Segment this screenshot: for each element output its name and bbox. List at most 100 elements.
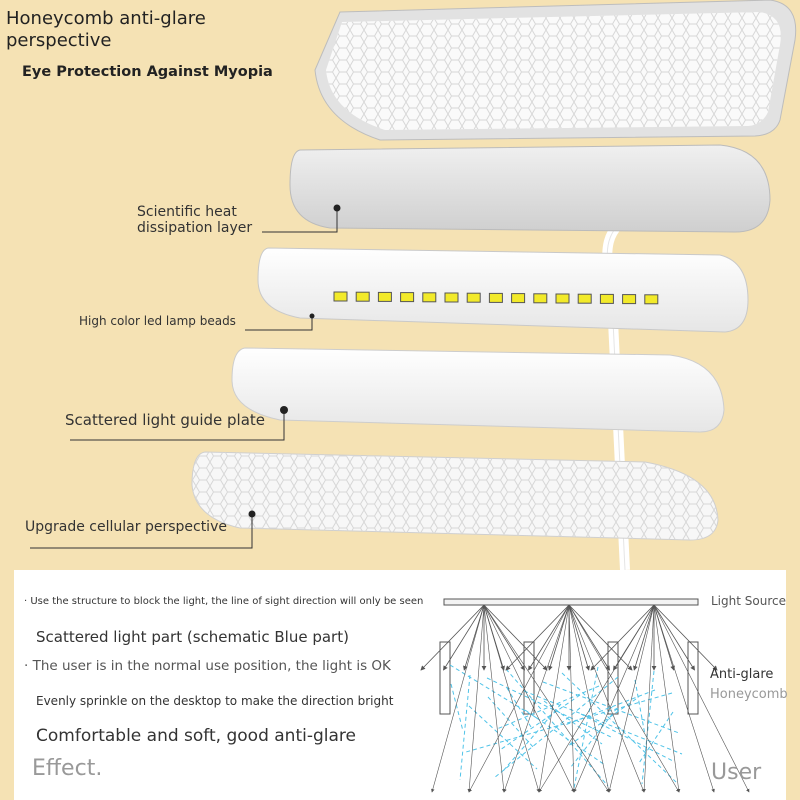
light-ray bbox=[505, 604, 570, 671]
led-bead bbox=[488, 292, 503, 303]
led-bead bbox=[577, 293, 592, 304]
led-bead bbox=[422, 292, 437, 303]
led-bead bbox=[533, 293, 548, 304]
scatter-ray bbox=[486, 677, 612, 738]
scatter-ray bbox=[542, 681, 680, 734]
led-bead bbox=[511, 293, 526, 304]
light-ray bbox=[653, 604, 715, 793]
page-subtitle: Eye Protection Against Myopia bbox=[22, 64, 273, 80]
guide-dot bbox=[280, 406, 288, 414]
label-led-beads: High color led lamp beads bbox=[79, 314, 236, 328]
light-ray bbox=[568, 604, 611, 793]
cellular-plate bbox=[191, 451, 719, 541]
scatter-ray bbox=[499, 694, 581, 751]
light-ray bbox=[568, 604, 680, 793]
light-ray bbox=[483, 604, 540, 793]
scatter-ray bbox=[487, 696, 535, 749]
label-heat-dissipation: Scientific heat dissipation layer bbox=[137, 204, 253, 236]
light-ray bbox=[528, 604, 570, 671]
scatter-ray bbox=[496, 685, 600, 730]
scatter-ray bbox=[580, 713, 674, 762]
scatter-ray bbox=[543, 700, 603, 745]
light-ray bbox=[568, 604, 576, 793]
light-source-label: Light Source bbox=[711, 594, 786, 608]
light-ray bbox=[548, 604, 570, 671]
scatter-ray bbox=[450, 683, 464, 732]
light-ray bbox=[642, 604, 655, 793]
light-ray bbox=[590, 604, 655, 671]
user-label: User bbox=[711, 760, 762, 785]
heat-dot bbox=[333, 204, 341, 212]
light-ray bbox=[573, 604, 655, 793]
light-ray bbox=[653, 604, 750, 793]
panel-line-2: Scattered light part (schematic Blue par… bbox=[36, 628, 349, 646]
beads-dot bbox=[309, 313, 315, 319]
panel-line-6: Effect. bbox=[32, 756, 103, 781]
light-ray bbox=[503, 604, 570, 793]
light-ray bbox=[467, 604, 485, 793]
led-bead bbox=[400, 292, 415, 303]
led-bead bbox=[333, 291, 348, 302]
light-ray bbox=[483, 604, 525, 671]
led-bead bbox=[555, 293, 570, 304]
honeycomb-shade bbox=[314, 0, 797, 141]
scatter-ray bbox=[468, 705, 538, 770]
scatter-ray bbox=[634, 679, 646, 736]
scatter-ray bbox=[505, 668, 609, 787]
scatter-ray bbox=[641, 670, 655, 785]
light-ray bbox=[568, 604, 645, 793]
honeycomb-label: Honeycomb bbox=[710, 687, 788, 702]
anti-glare-diagram bbox=[420, 598, 750, 793]
scatter-ray bbox=[459, 674, 471, 781]
scatter-ray bbox=[570, 707, 618, 768]
scatter-ray bbox=[564, 689, 656, 726]
scatter-ray bbox=[465, 692, 673, 753]
label-light-guide: Scattered light guide plate bbox=[65, 411, 266, 429]
light-ray bbox=[537, 604, 570, 793]
light-source-bar bbox=[443, 598, 699, 606]
light-ray bbox=[653, 604, 695, 671]
scatter-ray bbox=[506, 687, 532, 728]
light-ray bbox=[568, 604, 590, 671]
panel-line-3: · The user is in the normal use position… bbox=[24, 658, 391, 674]
heat-dissipation-plate bbox=[289, 144, 771, 233]
light-ray bbox=[420, 604, 485, 671]
light-guide-plate bbox=[231, 347, 725, 433]
panel-line-5: Comfortable and soft, good anti-glare bbox=[36, 726, 356, 746]
led-bead bbox=[355, 291, 370, 302]
panel-line-4: Evenly sprinkle on the desktop to make t… bbox=[36, 694, 394, 708]
page-title: Honeycomb anti-glare perspective bbox=[6, 8, 206, 51]
light-ray bbox=[633, 604, 655, 671]
light-ray bbox=[443, 604, 485, 671]
light-ray bbox=[483, 604, 548, 671]
light-ray bbox=[431, 604, 485, 793]
scatter-ray bbox=[524, 709, 606, 766]
led-bead bbox=[622, 294, 637, 305]
cellular-dot bbox=[248, 510, 256, 518]
scatter-ray bbox=[638, 711, 674, 764]
led-beads bbox=[333, 291, 659, 305]
light-ray bbox=[468, 604, 570, 793]
led-bead bbox=[444, 292, 459, 303]
panel-line-1: · Use the structure to block the light, … bbox=[24, 596, 424, 607]
light-ray bbox=[538, 604, 655, 793]
led-bead bbox=[599, 293, 614, 304]
led-bead bbox=[377, 291, 392, 302]
scatter-ray bbox=[523, 690, 683, 755]
light-ray bbox=[568, 604, 610, 671]
led-bead bbox=[466, 292, 481, 303]
lamp-layers-illustration bbox=[30, 0, 797, 570]
light-ray bbox=[483, 604, 506, 793]
scattered-light-rays bbox=[449, 664, 683, 789]
label-cellular: Upgrade cellular perspective bbox=[25, 519, 227, 535]
light-ray bbox=[607, 604, 655, 793]
scatter-ray bbox=[561, 672, 677, 783]
light-ray bbox=[483, 604, 610, 793]
light-ray bbox=[568, 604, 633, 671]
light-ray bbox=[483, 604, 575, 793]
explanation-panel: · Use the structure to block the light, … bbox=[14, 570, 788, 800]
light-ray bbox=[653, 604, 681, 793]
led-board bbox=[257, 247, 749, 333]
light-rays bbox=[420, 604, 750, 793]
anti-glare-label: Anti-glare bbox=[710, 667, 774, 682]
